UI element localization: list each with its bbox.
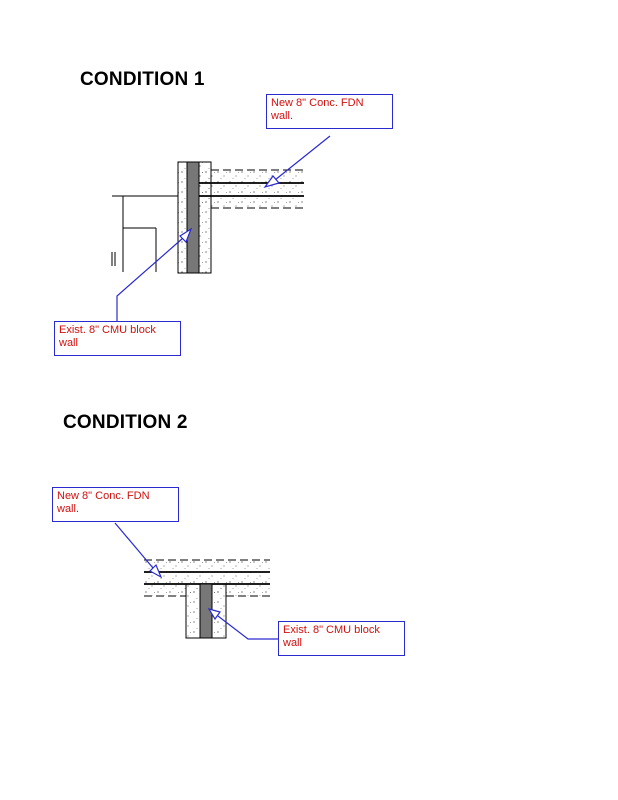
leader-arrow-cmu-2 bbox=[207, 608, 278, 640]
condition-2-detail bbox=[114, 522, 278, 640]
leader-arrow-cmu-1 bbox=[116, 227, 193, 321]
existing-cmu-wall bbox=[186, 161, 200, 274]
condition-2-title: CONDITION 2 bbox=[63, 412, 188, 433]
new-concrete-slab bbox=[199, 170, 304, 208]
note-line: Exist. 8" CMU block bbox=[283, 624, 380, 636]
condition-1-existing-wall-note: Exist. 8" CMU block wall bbox=[54, 321, 181, 356]
condition-1-detail bbox=[111, 135, 331, 321]
note-line: wall bbox=[59, 337, 78, 349]
note-line: wall bbox=[283, 637, 302, 649]
note-line: New 8" Conc. FDN bbox=[57, 490, 150, 502]
slab-outline bbox=[199, 169, 304, 209]
condition-1-title: CONDITION 1 bbox=[80, 69, 205, 90]
existing-structure-lines bbox=[111, 195, 178, 272]
condition-1-new-wall-note: New 8" Conc. FDN wall. bbox=[266, 94, 393, 129]
leader-arrow-new-wall-2 bbox=[114, 522, 163, 579]
note-line: wall. bbox=[57, 503, 80, 515]
note-line: Exist. 8" CMU block bbox=[59, 324, 156, 336]
leader-arrow-new-wall-1 bbox=[263, 135, 331, 189]
condition-2-existing-wall-note: Exist. 8" CMU block wall bbox=[278, 621, 405, 656]
note-line: wall. bbox=[271, 110, 294, 122]
condition-2-new-wall-note: New 8" Conc. FDN wall. bbox=[52, 487, 179, 522]
note-line: New 8" Conc. FDN bbox=[271, 97, 364, 109]
